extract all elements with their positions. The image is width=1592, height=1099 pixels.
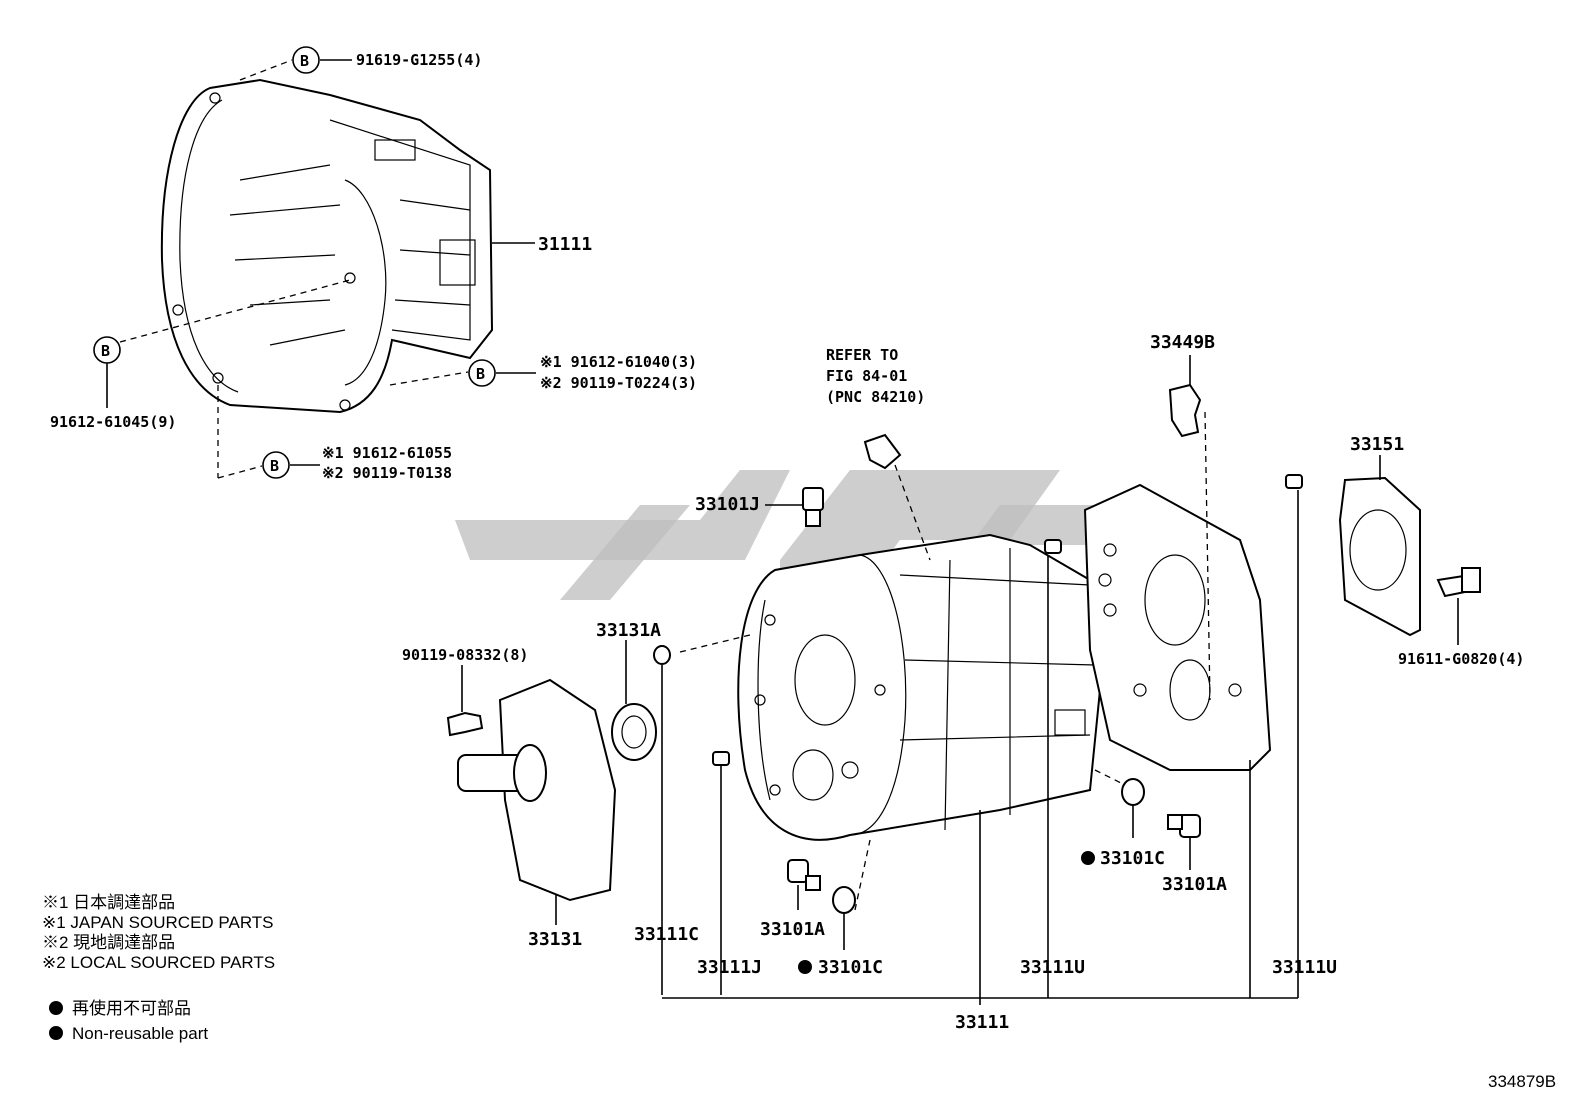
bell-housing-drawing: [160, 78, 494, 414]
part-number-91612-61045: 91612-61045(9): [50, 413, 176, 431]
legend-line-4: ※2 LOCAL SOURCED PARTS: [42, 953, 275, 972]
part-number-33101a-lower: 33101A: [760, 919, 825, 940]
part-number-91612-61040: ※1 91612-61040(3): [540, 353, 697, 371]
legend-line-5: 再使用不可部品: [72, 998, 191, 1018]
part-number-90119-08332: 90119-08332(8): [402, 646, 528, 664]
legend-line-2: ※1 JAPAN SOURCED PARTS: [42, 913, 274, 932]
legend-line-6: Non-reusable part: [72, 1024, 208, 1043]
refer-to-line3: (PNC 84210): [826, 388, 925, 406]
assembly-bracket: [662, 490, 1299, 1005]
part-number-91612-61055: ※1 91612-61055: [322, 444, 452, 462]
part-number-33131a: 33131A: [596, 620, 661, 641]
part-number-33101a-right: 33101A: [1162, 874, 1227, 895]
legend-line-1: ※1 日本調達部品: [42, 893, 175, 912]
part-number-33111-main: 33111: [955, 1012, 1009, 1033]
part-number-33111u-right: 33111U: [1272, 957, 1337, 978]
legend-line-3: ※2 現地調達部品: [42, 933, 175, 952]
transmission-case-drawing: [737, 533, 1102, 841]
callout-b-top: B: [300, 52, 309, 70]
small-parts-drawing: [446, 355, 1481, 995]
legend-bullet-1: [49, 1001, 63, 1015]
part-number-33101j: 33101J: [695, 494, 760, 515]
legend-bullet-2: [49, 1026, 63, 1040]
callout-b-left: B: [101, 342, 110, 360]
part-number-31111: 31111: [538, 234, 592, 255]
callout-b-bottom: B: [270, 457, 279, 475]
part-number-33131: 33131: [528, 929, 582, 950]
adapter-housing-drawing: [1083, 483, 1272, 771]
refer-to-line2: FIG 84-01: [826, 367, 907, 385]
part-number-33449b: 33449B: [1150, 332, 1215, 353]
part-number-90119-t0138: ※2 90119-T0138: [322, 464, 452, 482]
legend: ※1 日本調達部品 ※1 JAPAN SOURCED PARTS ※2 現地調達…: [42, 893, 275, 1043]
part-number-90119-t0224: ※2 90119-T0224(3): [540, 374, 697, 392]
part-number-33111j: 33111J: [697, 957, 762, 978]
part-number-91611: 91611-G0820(4): [1398, 650, 1524, 668]
part-labels: REFER TO FIG 84-01 (PNC 84210) 33449B 33…: [402, 332, 1556, 1091]
watermark-logo: [455, 470, 1120, 600]
non-reusable-marker-right: [1081, 851, 1095, 865]
part-number-91619: 91619-G1255(4): [356, 51, 482, 69]
refer-to-line1: REFER TO: [826, 346, 898, 364]
callout-b-right: B: [476, 365, 485, 383]
part-number-33101c-right: 33101C: [1100, 848, 1165, 869]
non-reusable-marker-lower: [798, 960, 812, 974]
part-number-33111c: 33111C: [634, 924, 699, 945]
bolt-callouts: B 91619-G1255(4) B 91612-61045(9) B ※1 9…: [50, 46, 697, 482]
part-number-33101c-lower: 33101C: [818, 957, 883, 978]
figure-number: 334879B: [1488, 1072, 1556, 1091]
part-number-33111u-mid: 33111U: [1020, 957, 1085, 978]
part-number-33151: 33151: [1350, 434, 1404, 455]
